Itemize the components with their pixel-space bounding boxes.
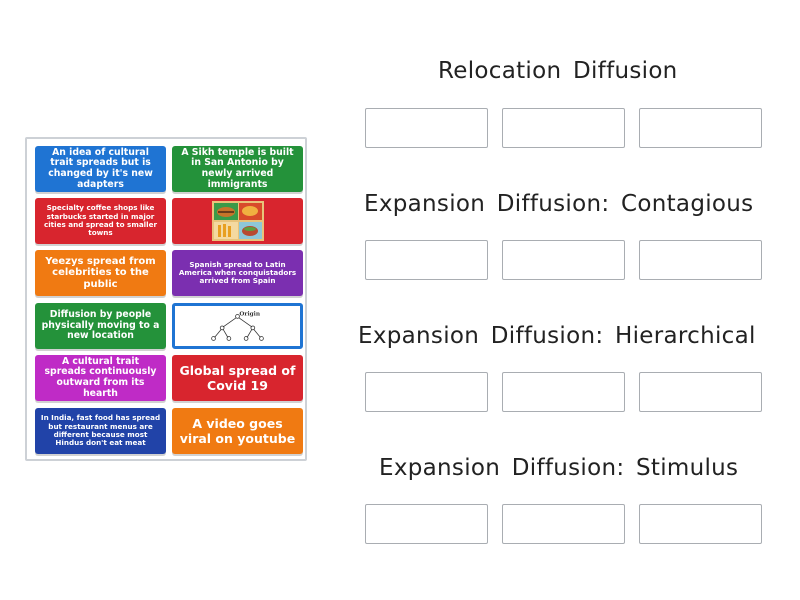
tile-9-text: A cultural trait spreads continuously ou… (44, 355, 157, 399)
tile-9[interactable]: A cultural trait spreads continuously ou… (35, 355, 166, 401)
tile-bank: An idea of cultural trait spreads but is… (25, 137, 307, 461)
hierarchical-drop-slot-3[interactable] (639, 372, 762, 412)
stimulus-drop-slot-1[interactable] (365, 504, 488, 544)
tile-12-text: A video goes viral on youtube (179, 416, 296, 446)
tile-1-text: An idea of cultural trait spreads but is… (48, 146, 153, 190)
contagious-drop-slot-1[interactable] (365, 240, 488, 280)
tile-1[interactable]: An idea of cultural trait spreads but is… (35, 146, 166, 192)
tile-4-image[interactable] (172, 198, 303, 244)
contagious-drop-slot-3[interactable] (639, 240, 762, 280)
hierarchical-drop-slot-2[interactable] (502, 372, 625, 412)
tile-7-text: Diffusion by people physically moving to… (41, 308, 160, 342)
tile-11[interactable]: In India, fast food has spread but resta… (35, 408, 166, 454)
tile-5-text: Yeezys spread from celebrities to the pu… (45, 255, 156, 290)
category-contagious-title: Expansion Diffusion: Contagious (364, 191, 754, 217)
category-hierarchical-title: Expansion Diffusion: Hierarchical (358, 323, 756, 349)
tile-5[interactable]: Yeezys spread from celebrities to the pu… (35, 250, 166, 296)
tile-10[interactable]: Global spread of Covid 19 (172, 355, 303, 401)
tile-6[interactable]: Spanish spread to Latin America when con… (172, 250, 303, 296)
stimulus-drop-slot-3[interactable] (639, 504, 762, 544)
relocation-drop-slot-1[interactable] (365, 108, 488, 148)
tile-10-text: Global spread of Covid 19 (179, 363, 296, 393)
stimulus-drop-slot-2[interactable] (502, 504, 625, 544)
tile-3-text: Specialty coffee shops like starbucks st… (43, 203, 158, 238)
origin-label: Origin (239, 311, 260, 317)
hierarchy-diagram-icon: Origin (211, 311, 264, 341)
category-stimulus-title: Expansion Diffusion: Stimulus (379, 455, 739, 481)
contagious-drop-slot-2[interactable] (502, 240, 625, 280)
relocation-drop-slot-3[interactable] (639, 108, 762, 148)
tile-12[interactable]: A video goes viral on youtube (172, 408, 303, 454)
fast-food-photo-icon (211, 201, 264, 241)
category-relocation-title: Relocation Diffusion (438, 58, 678, 84)
tile-3[interactable]: Specialty coffee shops like starbucks st… (35, 198, 166, 244)
tile-6-text: Spanish spread to Latin America when con… (178, 259, 297, 286)
tile-11-text: In India, fast food has spread but resta… (40, 413, 161, 448)
relocation-drop-slot-2[interactable] (502, 108, 625, 148)
hierarchical-drop-slot-1[interactable] (365, 372, 488, 412)
tile-7[interactable]: Diffusion by people physically moving to… (35, 303, 166, 349)
tile-2-text: A Sikh temple is built in San Antonio by… (181, 146, 294, 190)
tile-8-diagram[interactable]: Origin (172, 303, 303, 349)
tile-2[interactable]: A Sikh temple is built in San Antonio by… (172, 146, 303, 192)
